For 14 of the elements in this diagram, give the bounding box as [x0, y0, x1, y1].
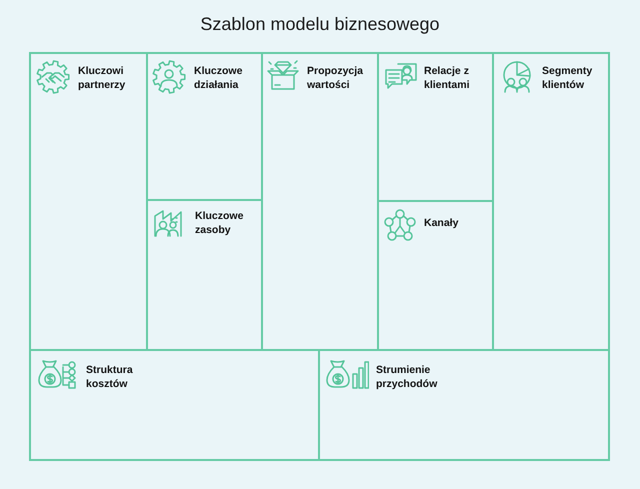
canvas-section — [318, 349, 610, 461]
section-heading: Kluczowe zasoby — [195, 209, 244, 237]
section-heading: Relacje z klientami — [424, 64, 471, 92]
canvas-section — [492, 52, 610, 351]
page-title: Szablon modelu biznesowego — [200, 14, 440, 35]
section-heading: Kluczowe działania — [194, 64, 244, 92]
section-heading: Kanały — [424, 216, 458, 230]
section-heading: Struktura kosztów — [86, 363, 134, 391]
section-heading: Strumienie przychodów — [376, 363, 438, 391]
section-heading: Kluczowi partnerzy — [78, 64, 126, 92]
section-heading: Propozycja wartości — [307, 64, 364, 92]
section-heading: Segmenty klientów — [542, 64, 594, 92]
canvas-section — [29, 349, 320, 461]
canvas-section — [29, 52, 148, 351]
